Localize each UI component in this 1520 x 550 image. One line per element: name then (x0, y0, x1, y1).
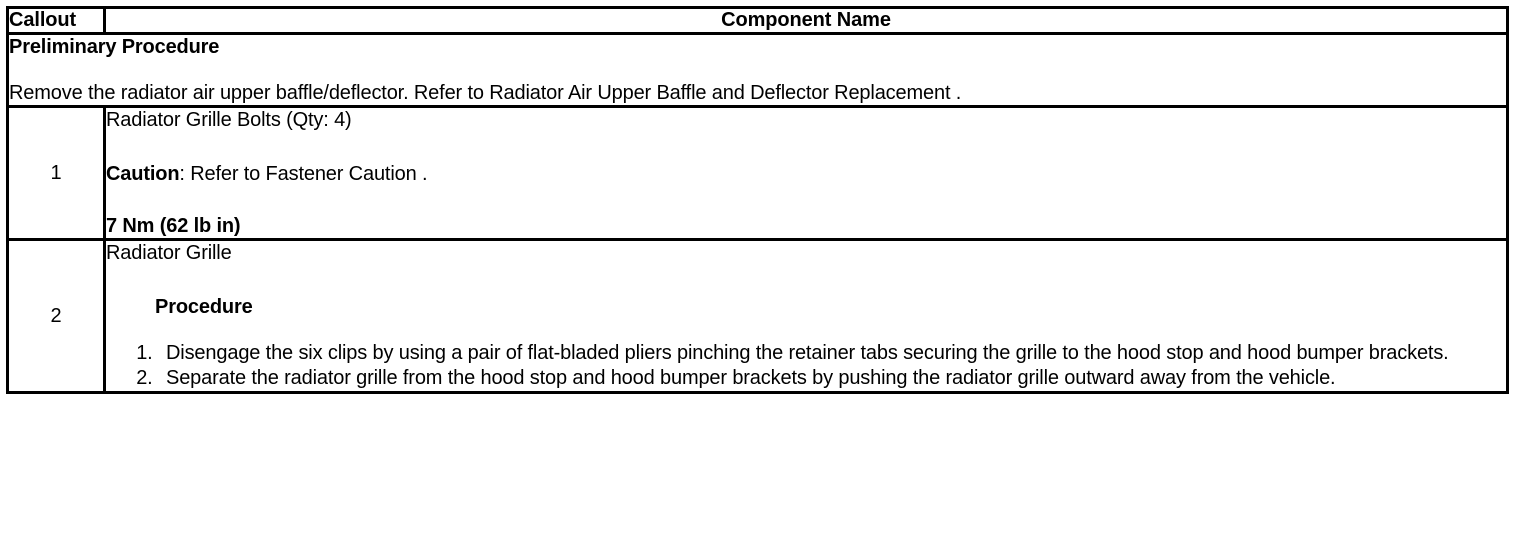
component-cell-1: Radiator Grille Bolts (Qty: 4) Caution: … (103, 105, 1509, 241)
table-row: 2 Radiator Grille Procedure Disengage th… (6, 238, 1509, 394)
procedure-step-list: Disengage the six clips by using a pair … (106, 341, 1506, 390)
caution-text: : Refer to Fastener Caution . (179, 163, 428, 185)
component-specification-table: Callout Component Name Preliminary Proce… (6, 6, 1509, 394)
header-row: Callout Component Name (6, 6, 1509, 35)
table-header: Callout Component Name (6, 6, 1509, 35)
preliminary-procedure-row: Preliminary Procedure Remove the radiato… (6, 32, 1509, 108)
torque-specification-1: 7 Nm (62 lb in) (106, 215, 241, 237)
column-header-component-name: Component Name (103, 6, 1509, 35)
table-row: 1 Radiator Grille Bolts (Qty: 4) Caution… (6, 105, 1509, 241)
list-item: Disengage the six clips by using a pair … (158, 341, 1506, 365)
caution-note-1: Caution: Refer to Fastener Caution . (106, 162, 1506, 186)
table-body: Preliminary Procedure Remove the radiato… (6, 32, 1509, 394)
caution-label: Caution (106, 163, 180, 185)
callout-number-2: 2 (6, 238, 106, 394)
list-item: Separate the radiator grille from the ho… (158, 366, 1506, 390)
preliminary-procedure-title: Preliminary Procedure (9, 36, 220, 58)
component-name-2: Radiator Grille (106, 242, 232, 264)
preliminary-procedure-text: Remove the radiator air upper baffle/def… (9, 82, 962, 104)
component-cell-2: Radiator Grille Procedure Disengage the … (103, 238, 1509, 394)
callout-number-1: 1 (6, 105, 106, 241)
procedure-heading: Procedure (155, 296, 253, 318)
column-header-callout: Callout (6, 6, 106, 35)
component-name-1: Radiator Grille Bolts (Qty: 4) (106, 109, 352, 131)
preliminary-procedure-cell: Preliminary Procedure Remove the radiato… (6, 32, 1509, 108)
